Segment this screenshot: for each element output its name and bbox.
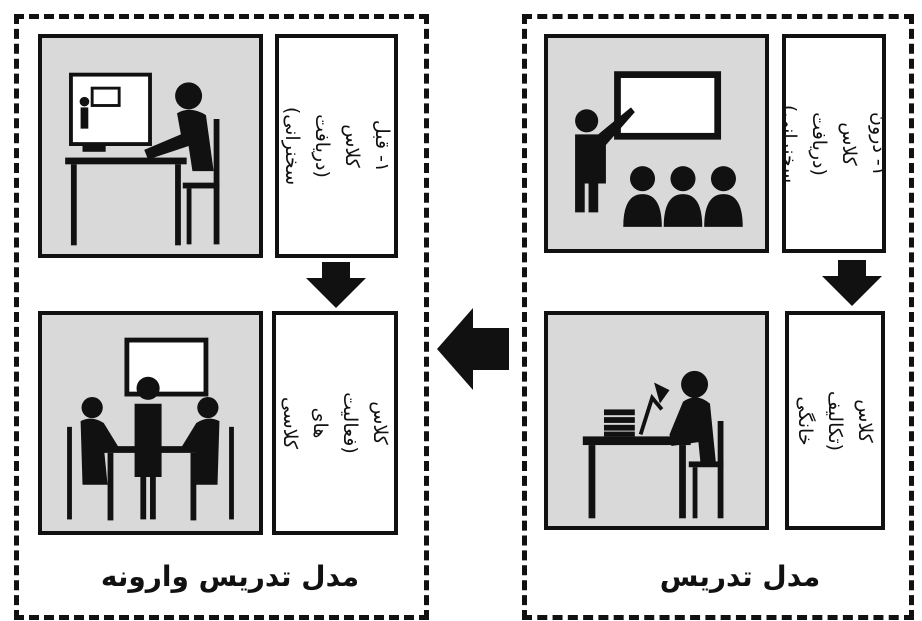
- lecturer-and-audience-icon: [575, 71, 743, 227]
- traditional-step1-text: ۱- درون کلاس (دریافت سخنرانی): [782, 104, 886, 183]
- flipped-model-panel: [14, 14, 429, 620]
- flipped-step2-card: ۲- درون کلاس (فعالیت های کلاسی مشارکتی): [272, 311, 398, 535]
- lecture-image: [544, 34, 769, 253]
- arrow-left-icon: [437, 308, 509, 390]
- traditional-model-title: مدل تدریس: [640, 560, 840, 593]
- flipped-step2-text: ۲- درون کلاس (فعالیت های کلاسی مشارکتی): [279, 392, 391, 454]
- traditional-step2-text: ۲-بعد از کلاس (تکالیف خانگی انفرادی): [794, 390, 876, 451]
- flipped-step1-card: ۱- قبل کلاس (دریافت سخنرانی): [275, 34, 398, 258]
- group-at-table-icon: [67, 337, 234, 521]
- person-at-computer-icon: [65, 72, 220, 246]
- traditional-step2-card: ۲-بعد از کلاس (تکالیف خانگی انفرادی): [785, 311, 885, 530]
- traditional-model-panel: [522, 14, 914, 620]
- person-studying-at-desk-icon: [582, 370, 724, 519]
- in-class-image: [38, 311, 263, 535]
- traditional-step1-card: ۱- درون کلاس (دریافت سخنرانی): [782, 34, 886, 253]
- flipped-model-title: مدل تدریس وارونه: [90, 560, 370, 593]
- homework-image: [544, 311, 769, 530]
- arrow-down-icon: [306, 262, 366, 308]
- flipped-step1-text: ۱- قبل کلاس (دریافت سخنرانی): [280, 106, 393, 186]
- pre-class-image: [38, 34, 263, 258]
- arrow-down-icon: [822, 260, 882, 306]
